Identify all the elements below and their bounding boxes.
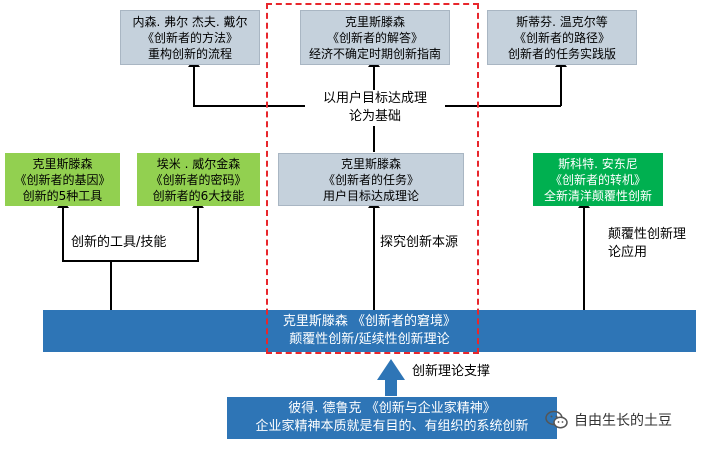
label-disruptive-application: 颠覆性创新理 论应用 [608,226,686,262]
box-line: 创新的5种工具 [22,188,103,203]
box-line: 重构创新的流程 [147,46,232,61]
box-line: 《创新者的密码》 [150,172,247,187]
box-line: 创新者的任务实践版 [507,46,616,61]
box-line: 用户目标达成理论 [322,188,419,203]
box-line: 全新清洋颠覆性创新 [543,188,652,203]
box-line: 《创新者的路径》 [513,30,610,45]
label-line: 论为基础 [348,109,401,124]
watermark: 自由生长的土豆 [545,410,672,430]
book-innovation-entrepreneurship: 彼得. 德鲁克 《创新与企业家精神》 企业家精神本质就是有目的、有组织的系统创新 [227,397,557,439]
book-innovator-dna: 克里斯滕森 《创新者的基因》 创新的5种工具 [5,153,120,206]
connector-task-main [373,208,375,310]
label-explore-source: 探究创新本源 [380,234,459,252]
label-line: 论应用 [608,245,648,260]
box-line: 《创新者的解答》 [326,30,423,45]
book-innovator-turnaround: 斯科特. 安东尼 《创新者的转机》 全新清洋颠覆性创新 [533,153,663,206]
bottom-line: 企业家精神本质就是有目的、有组织的系统创新 [255,419,529,434]
book-innovator-code: 埃米 . 威尔金森 《创新者的密码》 创新者的6大技能 [137,153,260,206]
box-line: 《创新者的任务》 [322,172,419,187]
book-innovator-solution: 克里斯滕森 《创新者的解答》 经济不确定时期创新指南 [300,10,450,65]
box-line: 斯科特. 安东尼 [558,156,638,171]
box-line: 斯蒂芬. 温克尔等 [516,14,608,29]
main-bar-innovator-dilemma: 克里斯滕森 《创新者的窘境》 颠覆性创新/延续性创新理论 [43,310,696,352]
support-arrow [377,359,405,396]
box-line: 《创新者的方法》 [141,30,238,45]
book-innovator-path: 斯蒂芬. 温克尔等 《创新者的路径》 创新者的任务实践版 [487,10,637,65]
label-theory-support: 创新理论支撑 [412,364,491,379]
label-line: 以用户目标达成理 [322,91,427,106]
box-line: 埃米 . 威尔金森 [156,156,241,171]
label-line: 颠覆性创新理 [608,227,687,242]
label-tools-skills: 创新的工具/技能 [71,234,167,252]
box-line: 内森. 弗尔 杰夫. 戴尔 [132,14,248,29]
main-bar-line: 克里斯滕森 《创新者的窘境》 [282,314,457,329]
connector-code [197,208,199,261]
box-line: 《创新者的基因》 [14,172,111,187]
main-bar-line: 颠覆性创新/延续性创新理论 [289,332,450,347]
connector-gene [62,208,64,261]
connector-left-top [193,67,195,106]
highlight-dashed-frame [266,3,479,354]
book-innovator-task: 克里斯滕森 《创新者的任务》 用户目标达成理论 [278,153,464,206]
connector-right-top [560,67,562,106]
bottom-line: 彼得. 德鲁克 《创新与企业家精神》 [288,401,496,416]
box-line: 《创新者的转机》 [549,172,646,187]
box-line: 克里斯滕森 [344,14,405,29]
watermark-text: 自由生长的土豆 [574,413,672,429]
box-line: 创新者的6大技能 [152,188,245,203]
book-innovator-method: 内森. 弗尔 杰夫. 戴尔 《创新者的方法》 重构创新的流程 [120,10,260,65]
box-line: 经济不确定时期创新指南 [308,46,441,61]
box-line: 克里斯滕森 [32,156,93,171]
connector-tools-main [110,260,112,310]
wechat-icon [545,410,568,429]
label-theory-basis: 以用户目标达成理 论为基础 [305,90,445,126]
tools-connector-horizontal [62,260,199,262]
box-line: 克里斯滕森 [340,156,401,171]
connector-turnaround-main [583,208,585,310]
